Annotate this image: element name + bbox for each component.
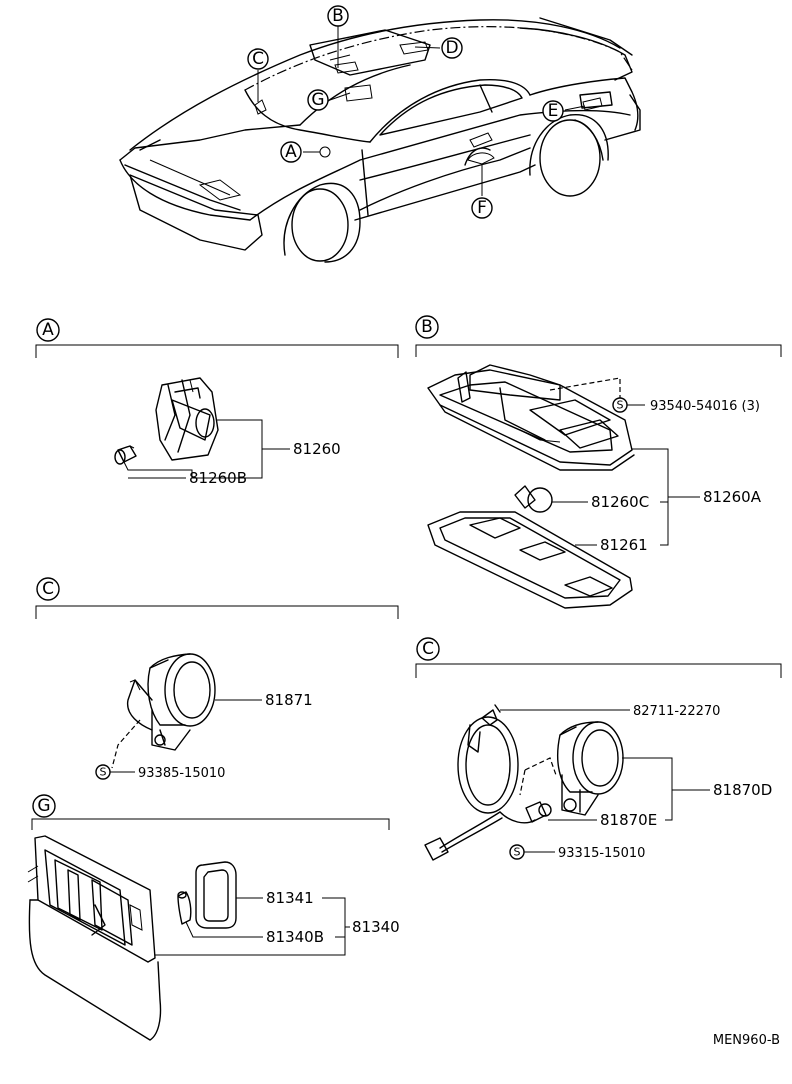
bulb-81340b xyxy=(177,891,192,925)
callout-d: D xyxy=(441,37,463,59)
car-overview xyxy=(119,17,641,263)
svg-text:G: G xyxy=(311,90,324,110)
screw-symbol-b: S xyxy=(612,397,628,413)
svg-text:C: C xyxy=(422,639,434,659)
section-b-bracket xyxy=(415,344,782,357)
svg-text:S: S xyxy=(100,766,107,779)
lens-81261 xyxy=(427,511,633,609)
clamp-82711-22270 xyxy=(457,704,519,814)
section-c1-bracket xyxy=(35,605,399,619)
svg-text:C: C xyxy=(252,49,264,69)
part-label-81870d: 81870D xyxy=(713,781,772,799)
svg-text:A: A xyxy=(42,320,54,340)
part-label-81340b: 81340B xyxy=(266,928,324,946)
callout-b: B xyxy=(327,5,349,27)
svg-text:G: G xyxy=(37,796,50,816)
part-label-93385-15010: 93385-15010 xyxy=(138,766,225,781)
section-b-marker: B xyxy=(415,315,439,339)
part-label-93540-54016: 93540-54016 (3) xyxy=(650,399,760,414)
callout-a: A xyxy=(280,141,302,163)
bulb-81260b xyxy=(114,445,137,465)
callout-c: C xyxy=(247,48,269,70)
part-label-81261: 81261 xyxy=(600,536,648,554)
section-g-bracket xyxy=(31,818,390,830)
svg-text:B: B xyxy=(421,317,433,337)
lamp-socket-81260 xyxy=(155,377,219,461)
lamp-ring-81870d xyxy=(557,721,624,816)
part-label-81260: 81260 xyxy=(293,440,341,458)
svg-text:A: A xyxy=(285,142,297,162)
sun-visor xyxy=(27,835,162,1041)
part-label-81341: 81341 xyxy=(266,889,314,907)
bulb-81870e xyxy=(525,801,552,823)
part-label-81260a: 81260A xyxy=(703,488,762,506)
svg-text:C: C xyxy=(42,579,54,599)
section-c2-bracket xyxy=(415,663,782,678)
screw-symbol-c1: S xyxy=(95,764,111,780)
svg-text:E: E xyxy=(548,101,559,121)
section-b: B S 93540-54016 (3) 81260C xyxy=(415,315,782,609)
section-g: G 81341 81340B xyxy=(27,794,400,1041)
section-c2: C xyxy=(415,637,782,861)
part-label-81870e: 81870E xyxy=(600,811,657,829)
lens-81341 xyxy=(195,861,237,929)
lamp-ring-81871 xyxy=(126,653,216,751)
svg-text:D: D xyxy=(445,38,458,58)
svg-text:S: S xyxy=(514,846,521,859)
bulb-81260c xyxy=(514,485,553,513)
callout-f: F xyxy=(471,197,493,219)
callout-g: G xyxy=(307,89,329,111)
part-label-81871: 81871 xyxy=(265,691,313,709)
svg-text:F: F xyxy=(477,198,487,218)
part-label-81260c: 81260C xyxy=(591,493,649,511)
section-c1-marker: C xyxy=(36,577,60,601)
part-label-81340: 81340 xyxy=(352,918,400,936)
room-lamp-housing xyxy=(427,364,635,471)
section-a: A 81260 81260B xyxy=(35,318,399,487)
screw-symbol-c2: S xyxy=(509,844,525,860)
section-c1: C 81871 S 93385-15010 xyxy=(35,577,399,781)
part-label-81260b: 81260B xyxy=(189,469,247,487)
section-g-marker: G xyxy=(32,794,56,818)
part-label-82711-22270: 82711-22270 xyxy=(633,704,720,719)
svg-text:B: B xyxy=(332,6,344,26)
figure-code: MEN960-B xyxy=(713,1033,780,1048)
section-a-marker: A xyxy=(36,318,60,342)
section-c2-marker: C xyxy=(416,637,440,661)
car-callout-leaders xyxy=(257,25,586,196)
section-a-bracket xyxy=(35,344,399,358)
part-label-93315-15010: 93315-15010 xyxy=(558,846,645,861)
svg-text:S: S xyxy=(617,399,624,412)
callout-e: E xyxy=(542,100,564,122)
